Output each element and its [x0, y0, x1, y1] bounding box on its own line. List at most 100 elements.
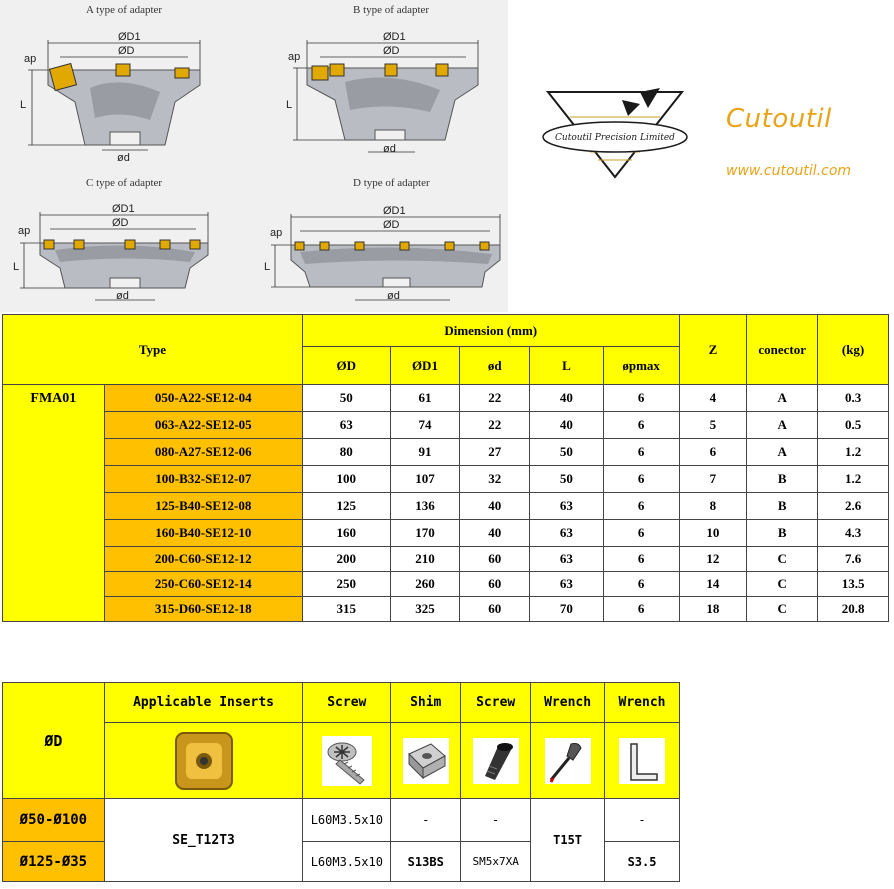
a-ap-label: ap	[24, 53, 36, 65]
family-cell: FMA01	[2, 384, 105, 622]
a-d-label: ØD	[118, 45, 135, 57]
col-d1-header: ØD1	[389, 346, 461, 385]
adapter-drawings-panel: A type of adapter B type of adapter C ty…	[0, 0, 508, 312]
wrench2-header: Wrench	[604, 682, 680, 723]
shim-header: Shim	[390, 682, 462, 723]
range-cell: Ø125-Ø35	[2, 841, 105, 882]
d-cell: 315	[301, 596, 391, 622]
ap-cell: 6	[602, 384, 680, 412]
z-cell: 18	[678, 596, 748, 622]
shim-icon	[390, 722, 462, 799]
kg-cell: 4.3	[817, 519, 889, 547]
l-cell: 40	[529, 411, 604, 439]
model-cell: 100-B32-SE12-07	[103, 465, 303, 493]
spec-table: Type Dimension (mm) Z conector (kg) ØD Ø…	[2, 314, 889, 622]
z-cell: 12	[678, 546, 748, 572]
wrench2-cell: S3.5	[604, 841, 680, 882]
range-cell: Ø50-Ø100	[2, 798, 105, 842]
d-cell: 50	[301, 384, 391, 412]
inserts-header: Applicable Inserts	[103, 682, 304, 723]
adapter-c-title: C type of adapter	[86, 177, 163, 189]
brand-name: Cutoutil	[726, 104, 832, 134]
l-cell: 70	[529, 596, 604, 622]
d-cell: 250	[301, 571, 391, 597]
shim-screw-cell: SM5x7XA	[460, 841, 532, 882]
d-d-label: ØD	[383, 219, 400, 231]
d1-cell: 260	[389, 571, 461, 597]
kg-cell: 7.6	[817, 546, 889, 572]
z-cell: 10	[678, 519, 748, 547]
d-cell: 160	[301, 519, 391, 547]
c-bore-label: ød	[116, 290, 129, 302]
l-cell: 63	[529, 492, 604, 520]
torx-wrench-icon	[530, 722, 606, 799]
shim-screw-cell: -	[460, 798, 532, 842]
inserts-table: ØD Applicable Inserts Screw Shim Screw W…	[2, 682, 680, 882]
insert-icon	[103, 722, 304, 799]
kg-header: (kg)	[817, 314, 889, 385]
d1-cell: 91	[389, 438, 461, 466]
conector-header: conector	[746, 314, 819, 385]
d-l-label: L	[264, 261, 270, 273]
model-cell: 080-A27-SE12-06	[103, 438, 303, 466]
conector-cell: B	[746, 492, 819, 520]
bore-cell: 32	[459, 465, 531, 493]
d-cell: 80	[301, 438, 391, 466]
kg-cell: 20.8	[817, 596, 889, 622]
wrench-cell: T15T	[530, 798, 606, 882]
a-bore-label: ød	[117, 152, 130, 164]
model-cell: 200-C60-SE12-12	[103, 546, 303, 572]
l-cell: 63	[529, 519, 604, 547]
model-cell: 315-D60-SE12-18	[103, 596, 303, 622]
table-row: 160-B40-SE12-10 160 170 40 63 6 10 B 4.3	[3, 519, 889, 547]
c-d1-label: ØD1	[112, 203, 135, 215]
l-cell: 50	[529, 438, 604, 466]
brand-url[interactable]: www.cutoutil.com	[726, 163, 852, 179]
bore-cell: 60	[459, 571, 531, 597]
z-cell: 5	[678, 411, 748, 439]
screw-cell: L60M3.5x10	[302, 841, 392, 882]
z-cell: 7	[678, 465, 748, 493]
l-cell: 63	[529, 546, 604, 572]
d-cell: 100	[301, 465, 391, 493]
shim-cell: -	[390, 798, 462, 842]
col-l-header: L	[529, 346, 604, 385]
z-cell: 8	[678, 492, 748, 520]
ap-cell: 6	[602, 571, 680, 597]
kg-cell: 1.2	[817, 438, 889, 466]
bore-cell: 22	[459, 411, 531, 439]
bore-cell: 40	[459, 519, 531, 547]
small-screw-icon	[460, 722, 532, 799]
conector-cell: A	[746, 384, 819, 412]
screw-header: Screw	[302, 682, 392, 723]
type-header: Type	[2, 314, 303, 385]
d-cell: 200	[301, 546, 391, 572]
kg-cell: 2.6	[817, 492, 889, 520]
insert-cell: SE_T12T3	[103, 798, 304, 882]
model-cell: 125-B40-SE12-08	[103, 492, 303, 520]
table-row: 100-B32-SE12-07 100 107 32 50 6 7 B 1.2	[3, 465, 889, 493]
conector-cell: C	[746, 546, 819, 572]
d-d1-label: ØD1	[383, 205, 406, 217]
bore-cell: 27	[459, 438, 531, 466]
ap-cell: 6	[602, 596, 680, 622]
d1-cell: 74	[389, 411, 461, 439]
screw-cell: L60M3.5x10	[302, 798, 392, 842]
a-d1-label: ØD1	[118, 31, 141, 43]
d1-cell: 170	[389, 519, 461, 547]
l-cell: 50	[529, 465, 604, 493]
z-cell: 14	[678, 571, 748, 597]
d1-cell: 136	[389, 492, 461, 520]
ap-cell: 6	[602, 519, 680, 547]
col-bore-header: ød	[459, 346, 531, 385]
adapter-a-title: A type of adapter	[86, 4, 163, 16]
bore-cell: 22	[459, 384, 531, 412]
table-row: 315-D60-SE12-18 315 325 60 70 6 18 C 20.…	[3, 596, 889, 622]
kg-cell: 13.5	[817, 571, 889, 597]
wrench2-cell: -	[604, 798, 680, 842]
b-ap-label: ap	[288, 51, 300, 63]
d1-cell: 61	[389, 384, 461, 412]
z-cell: 6	[678, 438, 748, 466]
conector-cell: C	[746, 571, 819, 597]
bore-cell: 60	[459, 546, 531, 572]
